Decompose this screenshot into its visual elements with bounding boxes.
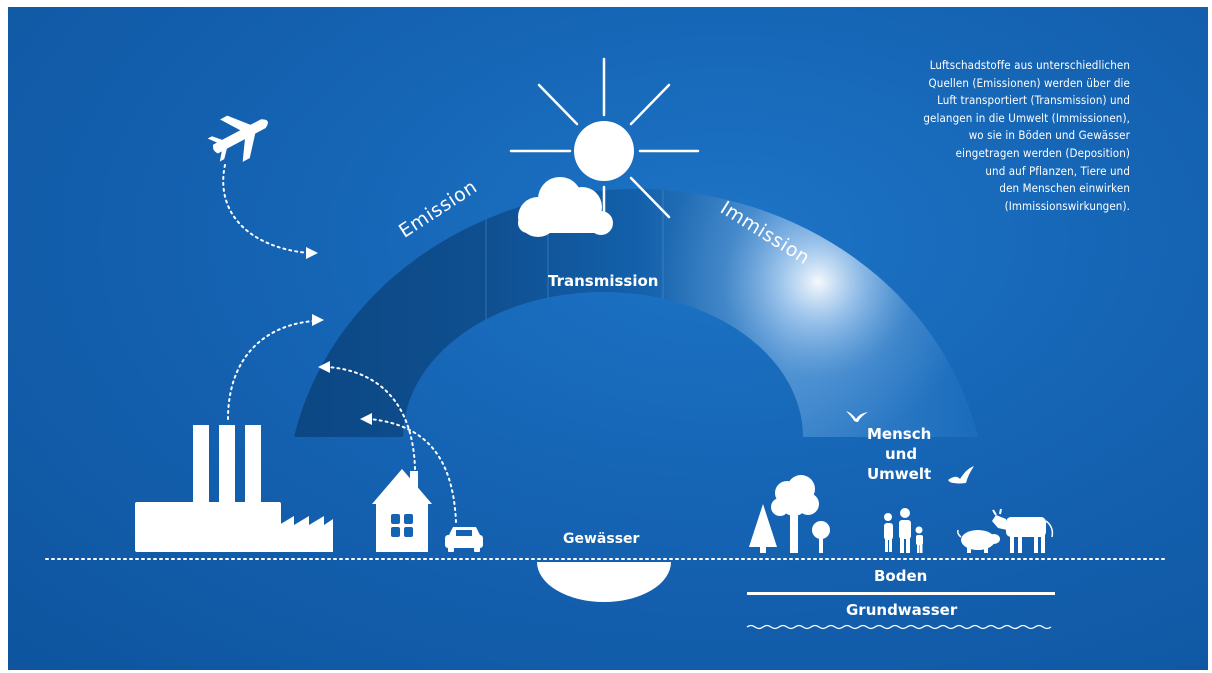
car-icon (445, 527, 483, 552)
description-text: Luftschadstoffe aus unterschiedlichen Qu… (854, 57, 1130, 215)
description-line: wo sie in Böden und Gewässer (968, 128, 1130, 143)
description-line: Quellen (Emissionen) werden über die (928, 75, 1130, 90)
mensch-label: Mensch (867, 425, 932, 443)
grundwasser-label: Grundwasser (846, 601, 958, 619)
description-line: den Menschen einwirken (999, 181, 1130, 196)
groundwater-wave (746, 624, 1052, 630)
bird-icon (948, 466, 974, 484)
house-icon (372, 469, 432, 552)
description-line: Luft transportiert (Transmission) und (937, 93, 1130, 108)
tree-icon (749, 475, 830, 553)
soil-line (747, 592, 1055, 595)
diagram-canvas: Emission Transmission Immission Mensch u… (8, 7, 1208, 670)
description-line: und auf Pflanzen, Tiere und (985, 163, 1130, 178)
umwelt-label: Umwelt (867, 465, 932, 483)
description-line: gelangen in die Umwelt (Immissionen), (923, 110, 1130, 125)
arrowheads (306, 247, 372, 425)
bird-icon (846, 411, 868, 422)
description-line: (Immissionswirkungen). (1004, 198, 1130, 213)
factory-icon (135, 425, 333, 552)
boden-label: Boden (874, 567, 928, 585)
description-line: eingetragen werden (Deposition) (955, 145, 1130, 160)
diagram-graphics (45, 57, 1169, 630)
description-line: Luftschadstoffe aus unterschiedlichen (929, 58, 1130, 72)
emission-paths (222, 164, 457, 523)
pig-icon (957, 529, 1000, 553)
gewaesser-label: Gewässer (563, 531, 640, 547)
water-body-icon (537, 562, 671, 602)
airplane-icon (207, 115, 268, 162)
people-icon (884, 508, 923, 553)
cow-icon (992, 508, 1054, 553)
und-label: und (885, 445, 918, 463)
cloud-icon (518, 177, 613, 237)
sun-icon (509, 57, 700, 221)
transmission-label: Transmission (548, 272, 659, 290)
